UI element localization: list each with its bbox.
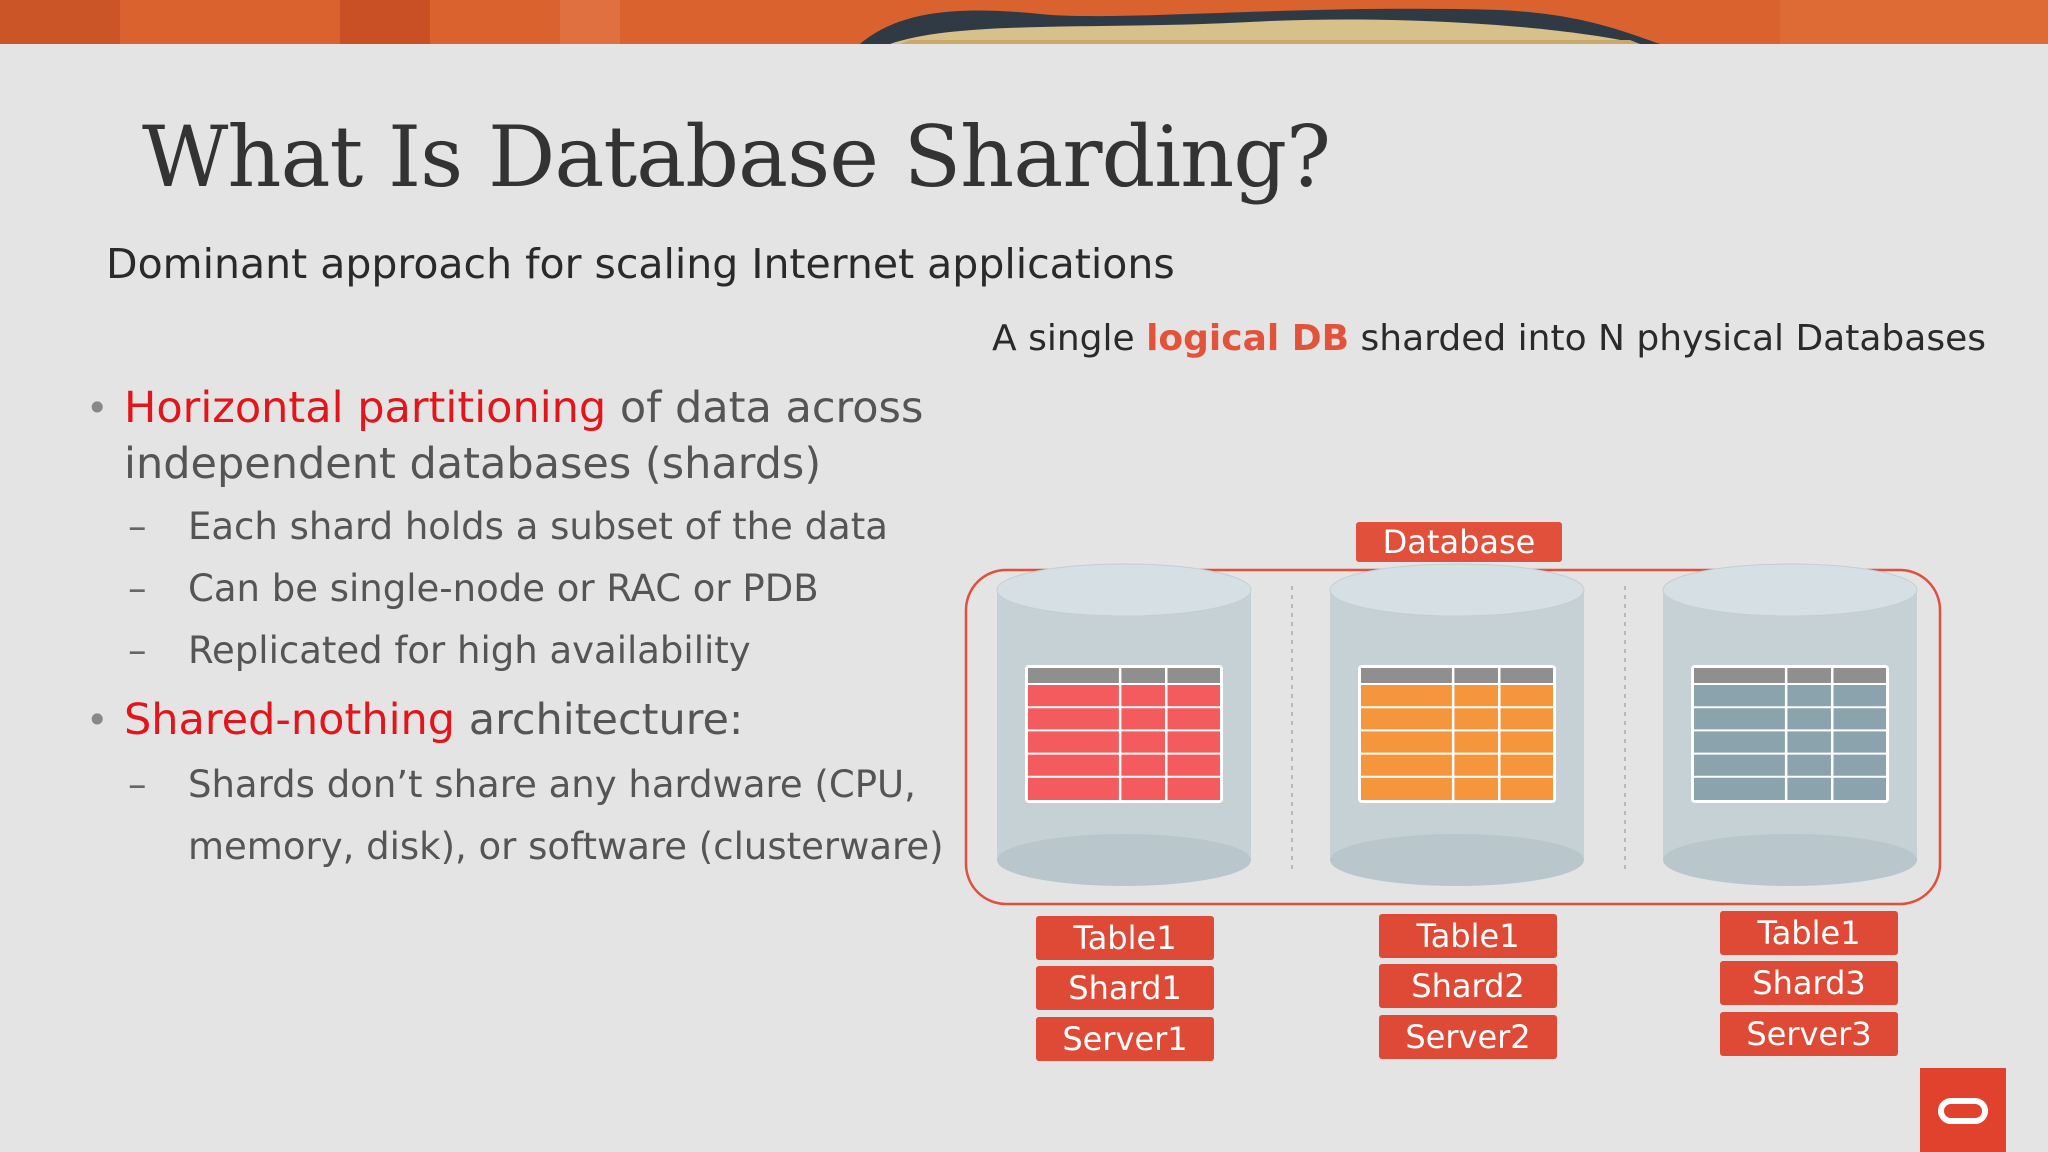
sub-bullet-dash: – <box>128 763 147 806</box>
shard2-shard-label: Shard2 <box>1379 964 1557 1008</box>
cylinder-top <box>1662 563 1918 617</box>
shard1-server-label: Server1 <box>1036 1017 1214 1061</box>
sub-bullet-text-line2: memory, disk), or software (clusterware) <box>188 825 944 868</box>
bullet-text-line2: independent databases (shards) <box>124 439 822 489</box>
sub-bullet-dash: – <box>128 567 147 610</box>
shard-cylinder-3 <box>1662 563 1918 886</box>
bullet-highlight: Horizontal partitioning <box>124 383 607 433</box>
cylinder-top <box>1329 563 1585 617</box>
table-body <box>1361 668 1553 800</box>
sub-bullet: – Shards don’t share any hardware (CPU, … <box>84 754 964 878</box>
sub-bullet-text: Can be single-node or RAC or PDB <box>188 567 819 610</box>
shard3-table-label: Table1 <box>1720 911 1898 955</box>
shard-cylinder-1 <box>996 563 1252 886</box>
table-header <box>1028 668 1220 684</box>
slide-subtitle: Dominant approach for scaling Internet a… <box>106 240 1175 288</box>
caption-prefix: A single <box>992 318 1147 359</box>
sharding-diagram: Database Table1 Shard1 Server1 Table1 Sh… <box>960 500 1950 1080</box>
diagram-svg <box>964 563 1942 906</box>
bullet-dot: • <box>86 386 109 430</box>
shard1-shard-label: Shard1 <box>1036 966 1214 1010</box>
bullet-text: of data across <box>606 383 924 433</box>
table-body <box>1694 668 1886 800</box>
caption-suffix: sharded into N physical Databases <box>1349 318 1986 359</box>
bullet-highlight: Shared-nothing <box>124 695 456 745</box>
shard3-shard-label: Shard3 <box>1720 961 1898 1005</box>
table-header <box>1361 668 1553 684</box>
bullet-list: • Horizontal partitioning of data across… <box>84 380 964 878</box>
table-body <box>1028 668 1220 800</box>
shard1-table-label: Table1 <box>1036 916 1214 960</box>
shard2-table-label: Table1 <box>1379 914 1557 958</box>
table-header <box>1694 668 1886 684</box>
sub-bullet-dash: – <box>128 629 147 672</box>
bullet-horizontal-partitioning: • Horizontal partitioning of data across… <box>84 380 964 492</box>
bullet-shared-nothing: • Shared-nothing architecture: <box>84 692 964 748</box>
shard3-server-label: Server3 <box>1720 1012 1898 1056</box>
database-label: Database <box>1356 522 1562 562</box>
sub-bullet: – Each shard holds a subset of the data <box>84 496 964 558</box>
sub-bullet: – Replicated for high availability <box>84 620 964 682</box>
oracle-ring-shape <box>1938 1098 1988 1124</box>
cylinder-base <box>1663 834 1917 886</box>
shard-cylinder-2 <box>1329 563 1585 886</box>
sub-bullet-text: Replicated for high availability <box>188 629 751 672</box>
cylinder-top <box>996 563 1252 617</box>
slide-title: What Is Database Sharding? <box>142 108 1331 206</box>
shard2-server-label: Server2 <box>1379 1015 1557 1059</box>
top-banner <box>0 0 2048 44</box>
caption-highlight: logical DB <box>1146 318 1350 359</box>
cylinder-base <box>1330 834 1584 886</box>
cylinder-base <box>997 834 1251 886</box>
sub-bullet-text: Shards don’t share any hardware (CPU, <box>188 763 916 806</box>
sub-bullet: – Can be single-node or RAC or PDB <box>84 558 964 620</box>
bullet-text: architecture: <box>455 695 744 745</box>
oracle-logo-icon <box>1920 1068 2006 1152</box>
bullet-dot: • <box>86 698 109 742</box>
sub-bullet-dash: – <box>128 505 147 548</box>
diagram-caption: A single logical DB sharded into N physi… <box>992 318 1986 359</box>
sub-bullet-text: Each shard holds a subset of the data <box>188 505 888 548</box>
